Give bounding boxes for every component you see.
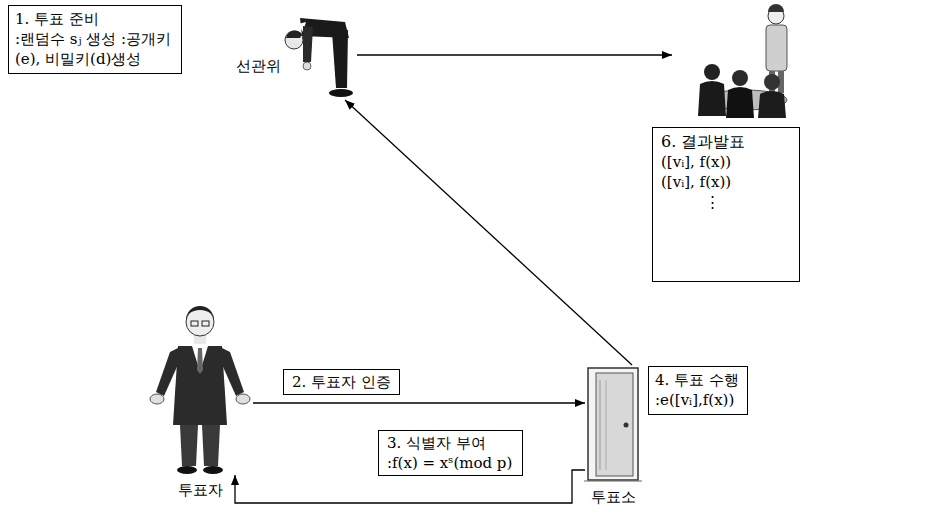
voter-shoe (177, 466, 197, 474)
step-label-box: 3. 식별자 부여 :f(x) = xˢ(mod p) (378, 430, 523, 476)
step-label: 3. 식별자 부여 :f(x) = xˢ(mod p) (387, 433, 514, 473)
seated-head (732, 70, 748, 86)
step-heading: 4. 투표 수행 (655, 370, 739, 390)
booth-actor: 투표소 (585, 365, 641, 482)
step-box: 4. 투표 수행:e([vᵢ],f(x)) (648, 366, 748, 415)
official-hand (303, 62, 311, 70)
voter-arm (220, 348, 244, 396)
door-floor (584, 481, 642, 482)
actor-caption: 투표자 (128, 481, 273, 499)
door-knob (624, 423, 629, 428)
presenter-body (766, 25, 787, 71)
actor-caption: 선관위 (236, 57, 281, 75)
official-actor: 선관위 (285, 3, 357, 100)
official-arm (303, 26, 313, 62)
voter-actor: 투표자 (148, 300, 253, 475)
voter-leg (180, 425, 198, 466)
voter-glasses (191, 321, 198, 326)
step-label: 2. 투표자 인증 (292, 372, 391, 392)
seated-body (758, 91, 786, 118)
step-box: 1. 투표 준비:랜덤수 sⱼ 생성 :공개키(e), 비밀키(d)생성 (8, 5, 182, 74)
step-text: ([vᵢ], f(x)) (661, 152, 791, 172)
official-legs (332, 30, 348, 88)
official-head (285, 31, 303, 49)
voter-tie (197, 348, 203, 374)
step-heading: 1. 투표 준비 (15, 9, 173, 29)
voter-jacket (173, 346, 227, 425)
step-label-box: 2. 투표자 인증 (283, 369, 400, 395)
result-panel: 6. 결과발표([vᵢ], f(x))([vᵢ], f(x))⋮ (672, 3, 800, 282)
flow-arrow (357, 54, 672, 55)
flow-arrow (345, 100, 632, 365)
step-text: :랜덤수 sⱼ 생성 :공개키(e), 비밀키(d)생성 (15, 29, 173, 69)
booth-door (584, 368, 642, 481)
voter-hand (150, 394, 164, 404)
meeting-figure (698, 4, 787, 118)
door-frame (588, 368, 638, 480)
step-heading: 6. 결과발표 (661, 132, 791, 152)
flow-arrow (253, 402, 585, 403)
voter-arm (156, 348, 180, 396)
seated-head (764, 74, 780, 90)
official-shoes (329, 89, 353, 97)
actor-caption: 투표소 (565, 488, 661, 506)
step-text: :e([vᵢ],f(x)) (655, 390, 739, 410)
door-shade (600, 380, 601, 470)
voter-shoe (203, 466, 223, 474)
voter-glasses (202, 321, 209, 326)
result-box: 6. 결과발표([vᵢ], f(x))([vᵢ], f(x))⋮ (652, 127, 800, 282)
voter-figure (150, 306, 250, 474)
seated-body (698, 81, 726, 116)
seated-head (704, 64, 720, 80)
voter-hand (236, 394, 250, 404)
voter-hair (186, 306, 214, 320)
step-text: ([vᵢ], f(x)) (661, 172, 791, 192)
bowing-official (285, 18, 353, 97)
voter-leg (202, 425, 220, 466)
step-text: ⋮ (661, 192, 791, 212)
presenter-hair (768, 4, 784, 12)
seated-body (726, 87, 754, 118)
door-shade (606, 380, 607, 470)
door-panel (596, 373, 633, 476)
official-hair (286, 30, 302, 38)
